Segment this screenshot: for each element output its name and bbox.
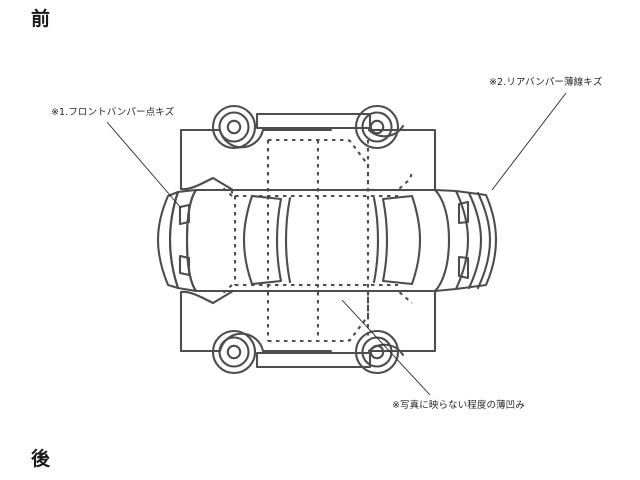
rear-orientation-label: 後 — [31, 448, 51, 470]
wheel-rear-upper — [354, 104, 400, 150]
wheel-rear-lower — [354, 329, 400, 375]
window-pillar-rear — [372, 196, 380, 284]
leader-line-front-bumper — [106, 121, 182, 209]
door-window-front — [242, 194, 283, 286]
wheel-front-lower — [211, 329, 257, 375]
front-bumper — [156, 188, 198, 293]
door-window-rear — [381, 194, 422, 286]
cabin-roof-dashed-outline — [221, 138, 414, 343]
front-orientation-label: 前 — [31, 8, 51, 30]
annotation-roof-dent: ※写真に映らない程度の薄凹み — [392, 400, 525, 411]
window-pillar-front — [284, 196, 292, 284]
wheel-front-upper — [211, 104, 257, 150]
annotation-rear-bumper-scratch: ※2.リアバンパー薄線キズ — [489, 77, 603, 88]
side-sill-bars — [255, 112, 372, 369]
annotation-front-bumper-scratch: ※1.フロントバンパー点キズ — [51, 107, 175, 118]
rear-bumper — [433, 188, 498, 293]
leader-line-rear-bumper — [491, 92, 567, 191]
leader-line-roof-dent — [341, 299, 431, 396]
